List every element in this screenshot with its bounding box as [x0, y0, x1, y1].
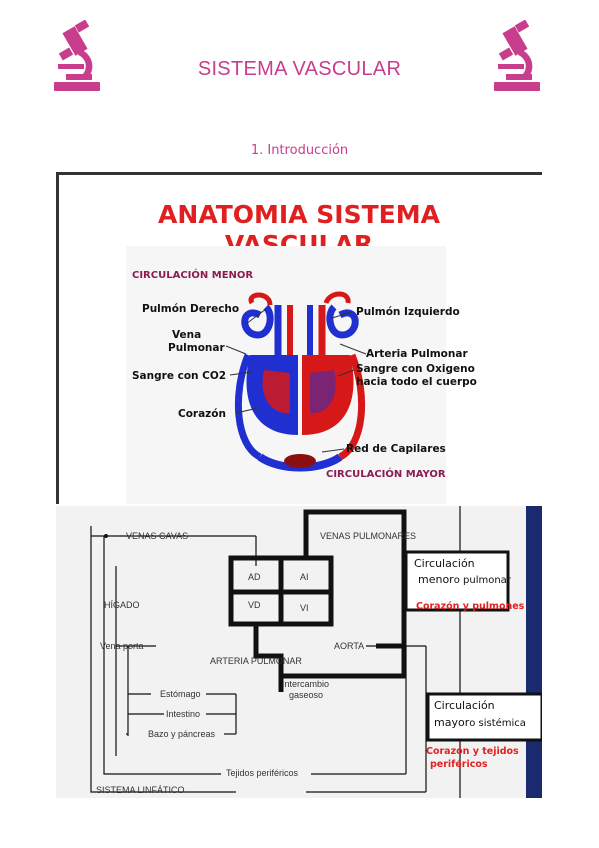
label-venas-cavas: VENAS CAVAS: [126, 531, 189, 541]
label-bazo: Bazo y páncreas: [148, 729, 216, 739]
figure-title-line1: ANATOMIA SISTEMA: [158, 200, 440, 229]
label-ad: AD: [248, 572, 261, 582]
label-red-capilares: Red de Capilares: [346, 443, 446, 455]
circ-mayor-title: Circulación: [434, 699, 495, 712]
label-intercambio-2: gaseoso: [289, 690, 324, 700]
circ-mayor-note-1: Corazón y tejidos: [426, 746, 519, 757]
microscope-icon: [494, 20, 540, 91]
section-heading: 1. Introducción: [250, 143, 349, 158]
label-vena-porta: Vena porta: [100, 641, 144, 651]
label-tejidos: Tejidos periféricos: [226, 768, 299, 778]
circ-menor-note: Corazón y pulmones: [416, 601, 525, 612]
label-vena-2: Pulmonar: [168, 342, 225, 354]
label-circulacion-menor: CIRCULACIÓN MENOR: [132, 270, 254, 281]
label-pulmon-izquierdo: Pulmón Izquierdo: [356, 306, 460, 318]
label-estomago: Estómago: [160, 689, 201, 699]
label-venas-pulmonares: VENAS PULMONARES: [320, 531, 417, 541]
page-title: SISTEMA VASCULAR: [197, 58, 402, 80]
label-sangre-o2-1: Sangre con Oxigeno: [356, 363, 475, 375]
label-sistema-linfatico: SISTEMA LINFÁTICO: [96, 785, 185, 795]
circ-menor-word: menor: [418, 573, 454, 586]
label-sangre-o2-2: hacia todo el cuerpo: [356, 376, 477, 388]
label-ai: AI: [300, 572, 309, 582]
circ-mayor-subtitle: mayoro sistémica: [434, 716, 526, 729]
label-pulmon-derecho: Pulmón Derecho: [142, 303, 240, 315]
circ-menor-subtitle: menoro pulmonar: [418, 573, 511, 586]
label-arteria-pulmonar-flow: ARTERIA PULMONAR: [210, 656, 302, 666]
circ-mayor-note-2: periféricos: [430, 759, 488, 770]
circ-menor-title: Circulación: [414, 557, 475, 570]
label-higado: HÍGADO: [104, 600, 140, 610]
label-sangre-co2: Sangre con CO2: [132, 370, 227, 382]
label-vena-1: Vena: [172, 329, 202, 341]
flow-lines: [90, 506, 542, 798]
label-vd: VD: [248, 600, 261, 610]
label-arteria-pulmonar: Arteria Pulmonar: [366, 348, 468, 360]
label-intercambio-1: Intercambio: [282, 679, 330, 689]
microscope-icon: [54, 20, 100, 91]
page-header: SISTEMA VASCULAR: [0, 0, 599, 120]
label-circulacion-mayor: CIRCULACIÓN MAYOR: [326, 469, 446, 480]
leader-lines: [225, 308, 367, 453]
label-vi: VI: [300, 603, 309, 613]
label-aorta: AORTA: [334, 641, 365, 651]
circ-mayor-suffix: o sistémica: [469, 718, 526, 729]
label-corazon: Corazón: [178, 408, 226, 420]
circ-mayor-word: mayor: [434, 716, 470, 729]
label-intestino: Intestino: [166, 709, 201, 719]
circ-menor-suffix: o pulmonar: [453, 575, 511, 586]
